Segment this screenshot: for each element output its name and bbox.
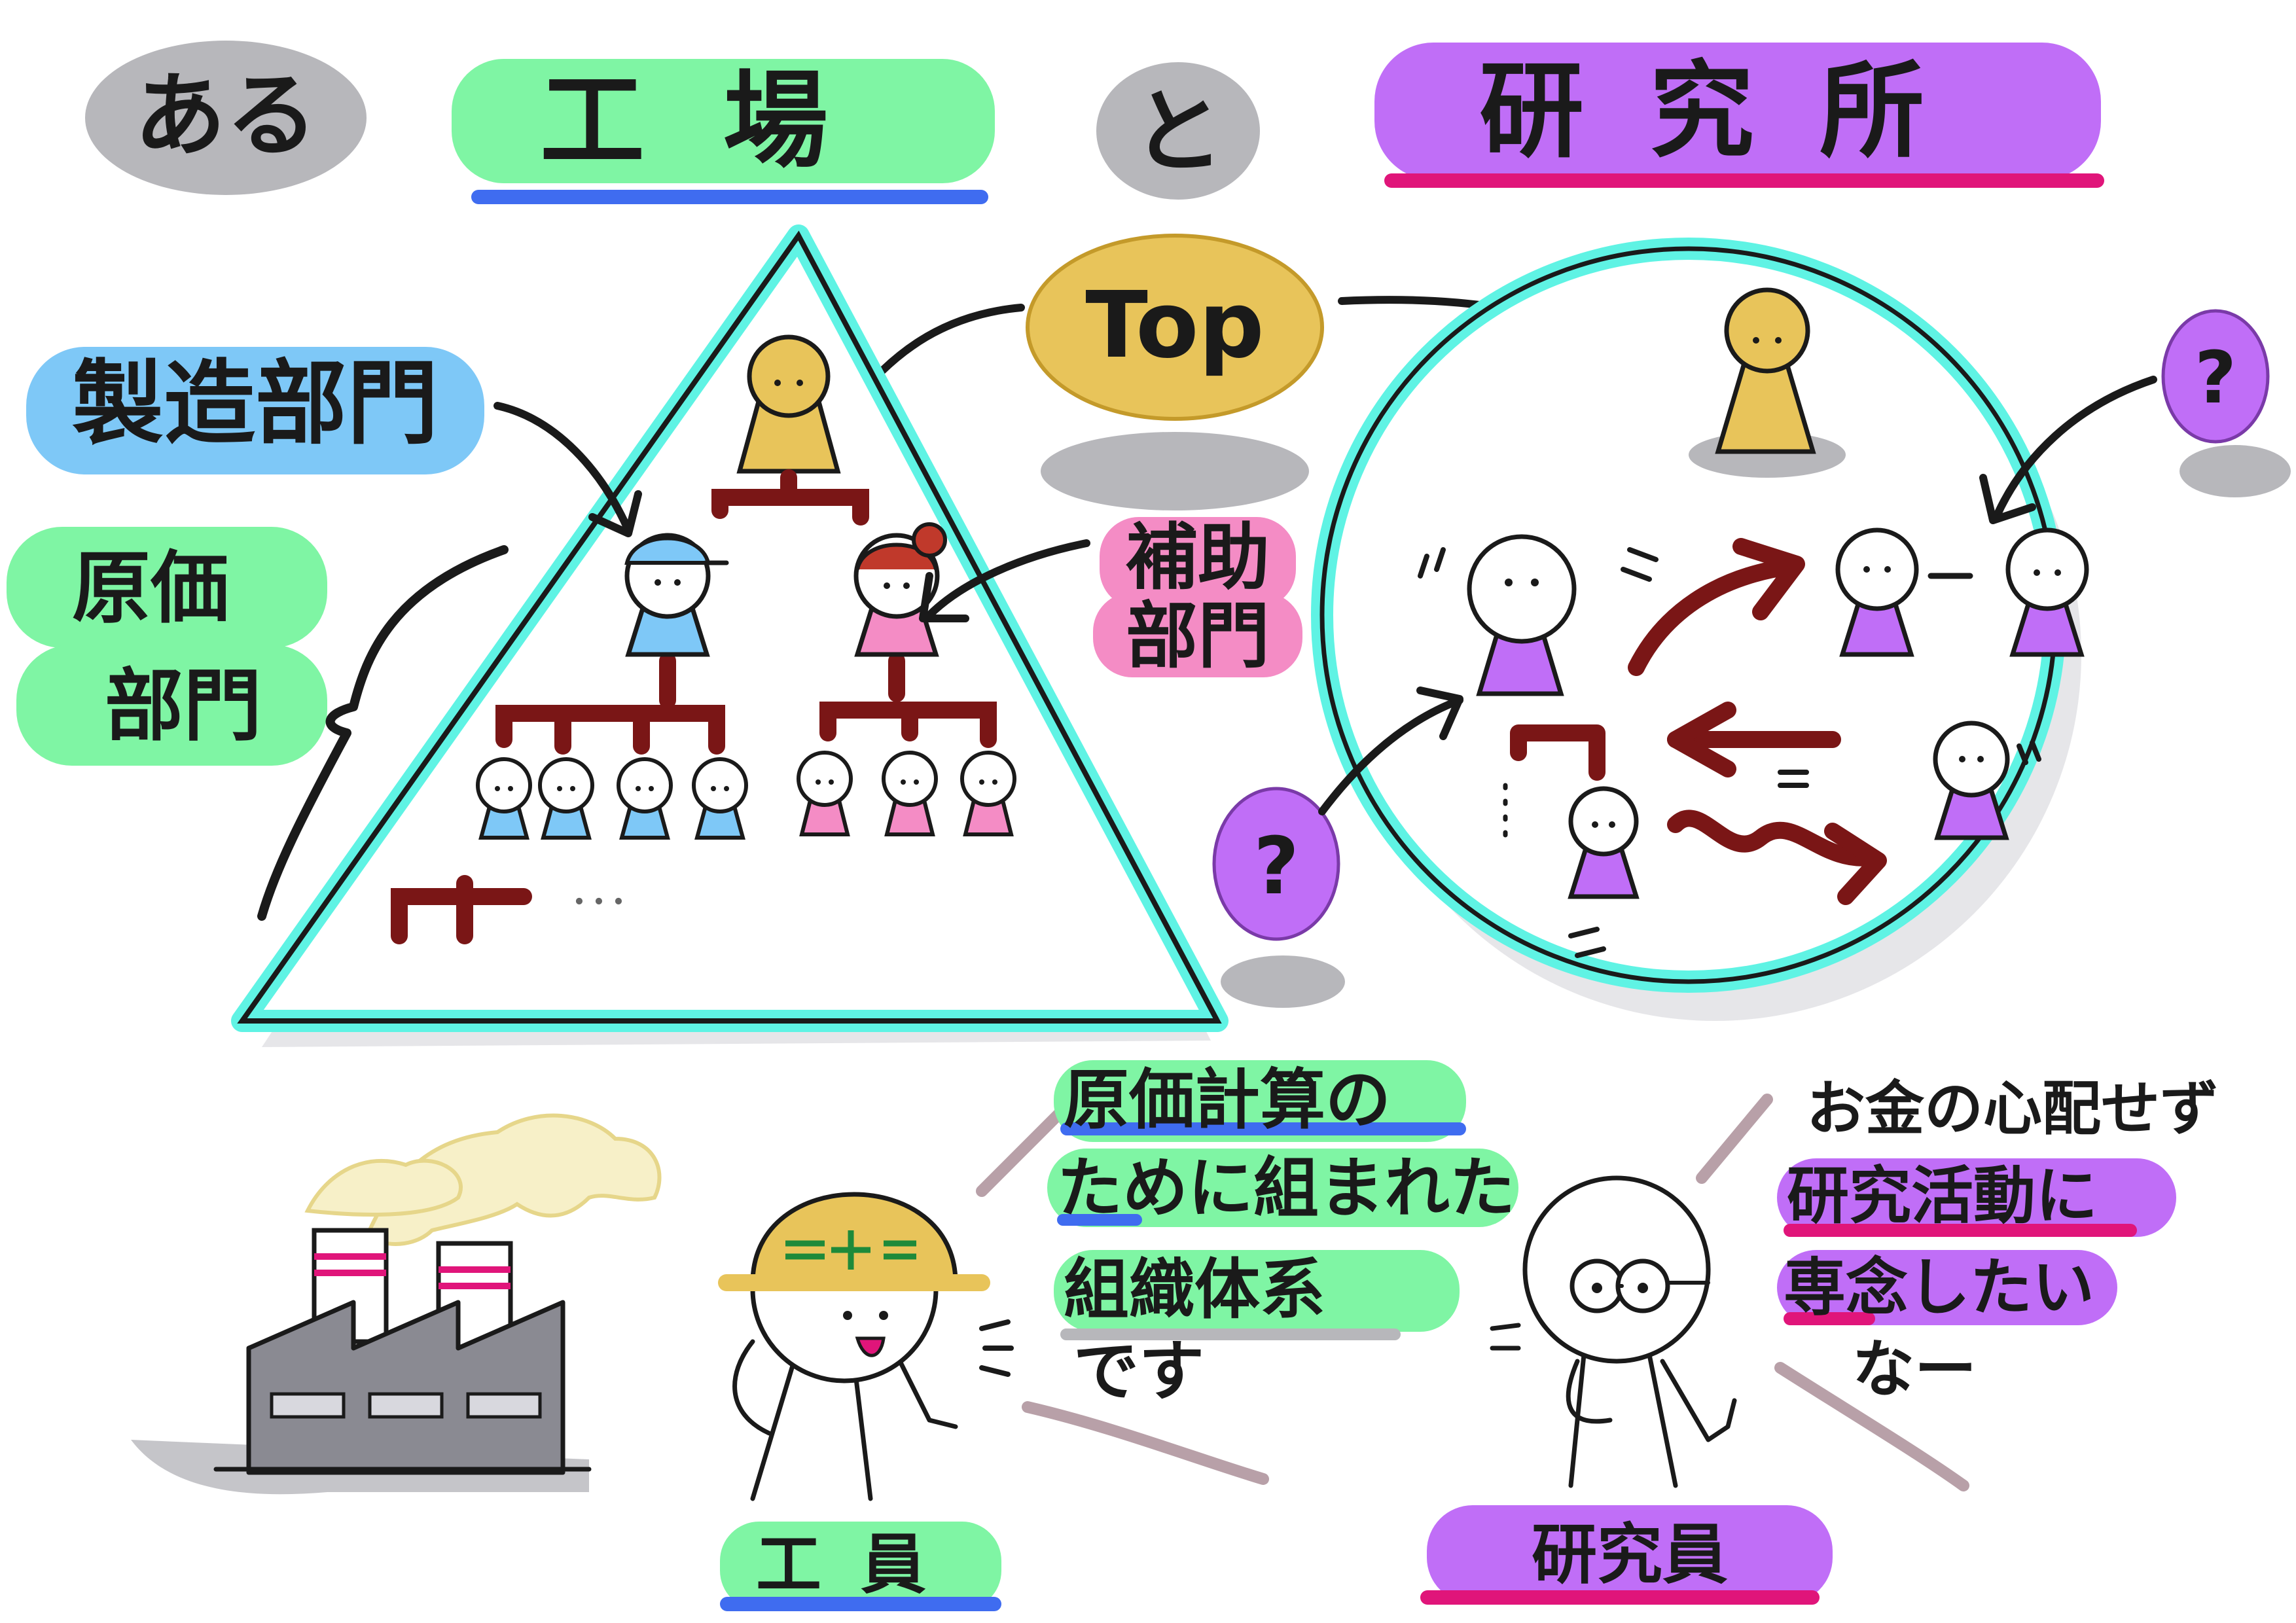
auxiliary-dept-label: 補助 部門 bbox=[919, 516, 1302, 678]
auxiliary-manager-figure bbox=[853, 522, 947, 657]
title-word1-bubble bbox=[85, 41, 367, 195]
arrow-auxiliary-to-manager bbox=[925, 539, 1090, 619]
title-factory-highlight bbox=[452, 59, 995, 183]
lab-chatter-marks bbox=[1568, 927, 1606, 958]
svg-text:なー: なー bbox=[1852, 1334, 1977, 1406]
lab-chatter-marks-2 bbox=[1621, 547, 1659, 582]
top-label: Top bbox=[1085, 272, 1264, 379]
factory-building-icon bbox=[131, 1113, 662, 1495]
lab-researcher-3 bbox=[2005, 527, 2089, 657]
svg-text:専念したい: 専念したい bbox=[1784, 1252, 2094, 1324]
svg-text:?: ? bbox=[2195, 336, 2236, 419]
svg-text:お金の心配せず: お金の心配せず bbox=[1806, 1075, 2219, 1143]
manufacturing-manager-figure bbox=[624, 533, 729, 657]
svg-text:組織体系: 組織体系 bbox=[1064, 1251, 1325, 1328]
svg-text:原価計算の: 原価計算の bbox=[1064, 1061, 1391, 1138]
title-row: ある 工場 と 研究所 bbox=[85, 41, 2104, 204]
svg-text:です: です bbox=[1073, 1333, 1204, 1410]
arrow-manufacturing-to-manager bbox=[493, 402, 632, 534]
arrow-question-right-head bbox=[1979, 474, 2036, 524]
svg-text:部門: 部門 bbox=[1126, 594, 1270, 678]
svg-text:原価: 原価 bbox=[72, 543, 229, 634]
top-badge: Top bbox=[831, 234, 1673, 510]
lab-researcher-4 bbox=[1933, 721, 2041, 840]
manufacturing-dept-label: 製造部門 bbox=[26, 347, 642, 537]
lab-researcher-2 bbox=[1835, 527, 1919, 657]
cost-dept-label: 原価 部門 bbox=[7, 527, 509, 921]
arrow-question-left-head bbox=[1416, 687, 1463, 740]
title-connector-bubble bbox=[1096, 62, 1260, 200]
question-bubble-left: ? bbox=[1212, 687, 1463, 1008]
title-lab-underline bbox=[1384, 173, 2104, 188]
worker-label: 工員 bbox=[720, 1522, 1001, 1611]
arrow-question-right bbox=[1992, 376, 2157, 521]
lab-chatter-marks-3 bbox=[1778, 770, 1809, 788]
pyramid-org-lines bbox=[391, 469, 997, 944]
svg-text:研究員: 研究員 bbox=[1532, 1516, 1728, 1593]
factory-pyramid: ･･･ bbox=[231, 224, 1229, 1047]
pyramid-ellipsis: ･･･ bbox=[569, 880, 628, 926]
pyramid-top-figure bbox=[736, 334, 841, 474]
svg-text:補助: 補助 bbox=[1126, 516, 1270, 599]
svg-text:?: ? bbox=[1253, 821, 1299, 912]
lab-top-figure bbox=[1689, 287, 1846, 478]
title-factory-underline bbox=[471, 190, 988, 204]
pyramid-outline bbox=[237, 230, 1222, 1024]
auxiliary-team bbox=[797, 751, 1016, 836]
lab-interaction-arrows bbox=[1510, 538, 1887, 905]
question-bubble-right: ? bbox=[1979, 309, 2291, 524]
lab-researcher-1 bbox=[1418, 534, 1577, 696]
arrow-manufacturing-head bbox=[588, 490, 642, 537]
lab-researcher-5 bbox=[1568, 786, 1640, 899]
title-connector: と bbox=[1132, 79, 1224, 186]
arrow-question-left bbox=[1318, 696, 1463, 815]
svg-text:部門: 部門 bbox=[105, 661, 262, 752]
cost-dept-brace bbox=[257, 545, 509, 921]
researcher-figure bbox=[1490, 1094, 1969, 1491]
title-word1: ある bbox=[134, 63, 317, 169]
worker-figure bbox=[718, 1080, 1269, 1501]
svg-text:ために組まれた: ために組まれた bbox=[1057, 1150, 1515, 1226]
worker-speech: 原価計算の ために組まれた 組織体系 です bbox=[1047, 1060, 1518, 1410]
title-factory: 工場 bbox=[540, 60, 906, 182]
manufacturing-team bbox=[476, 757, 748, 840]
lab-circle: ? ? bbox=[1212, 238, 2291, 1021]
title-lab: 研究所 bbox=[1479, 50, 1990, 172]
svg-text:製造部門: 製造部門 bbox=[72, 351, 439, 457]
svg-text:工員: 工員 bbox=[756, 1526, 965, 1603]
researcher-label: 研究員 bbox=[1420, 1505, 1833, 1605]
researcher-speech: お金の心配せず 研究活動に 専念したい なー bbox=[1777, 1075, 2219, 1406]
title-lab-highlight bbox=[1374, 43, 2101, 180]
arrow-auxiliary-head bbox=[919, 572, 969, 622]
top-badge-shadow bbox=[1041, 432, 1309, 510]
top-badge-oval bbox=[1026, 234, 1324, 421]
svg-text:研究活動に: 研究活動に bbox=[1787, 1160, 2098, 1232]
